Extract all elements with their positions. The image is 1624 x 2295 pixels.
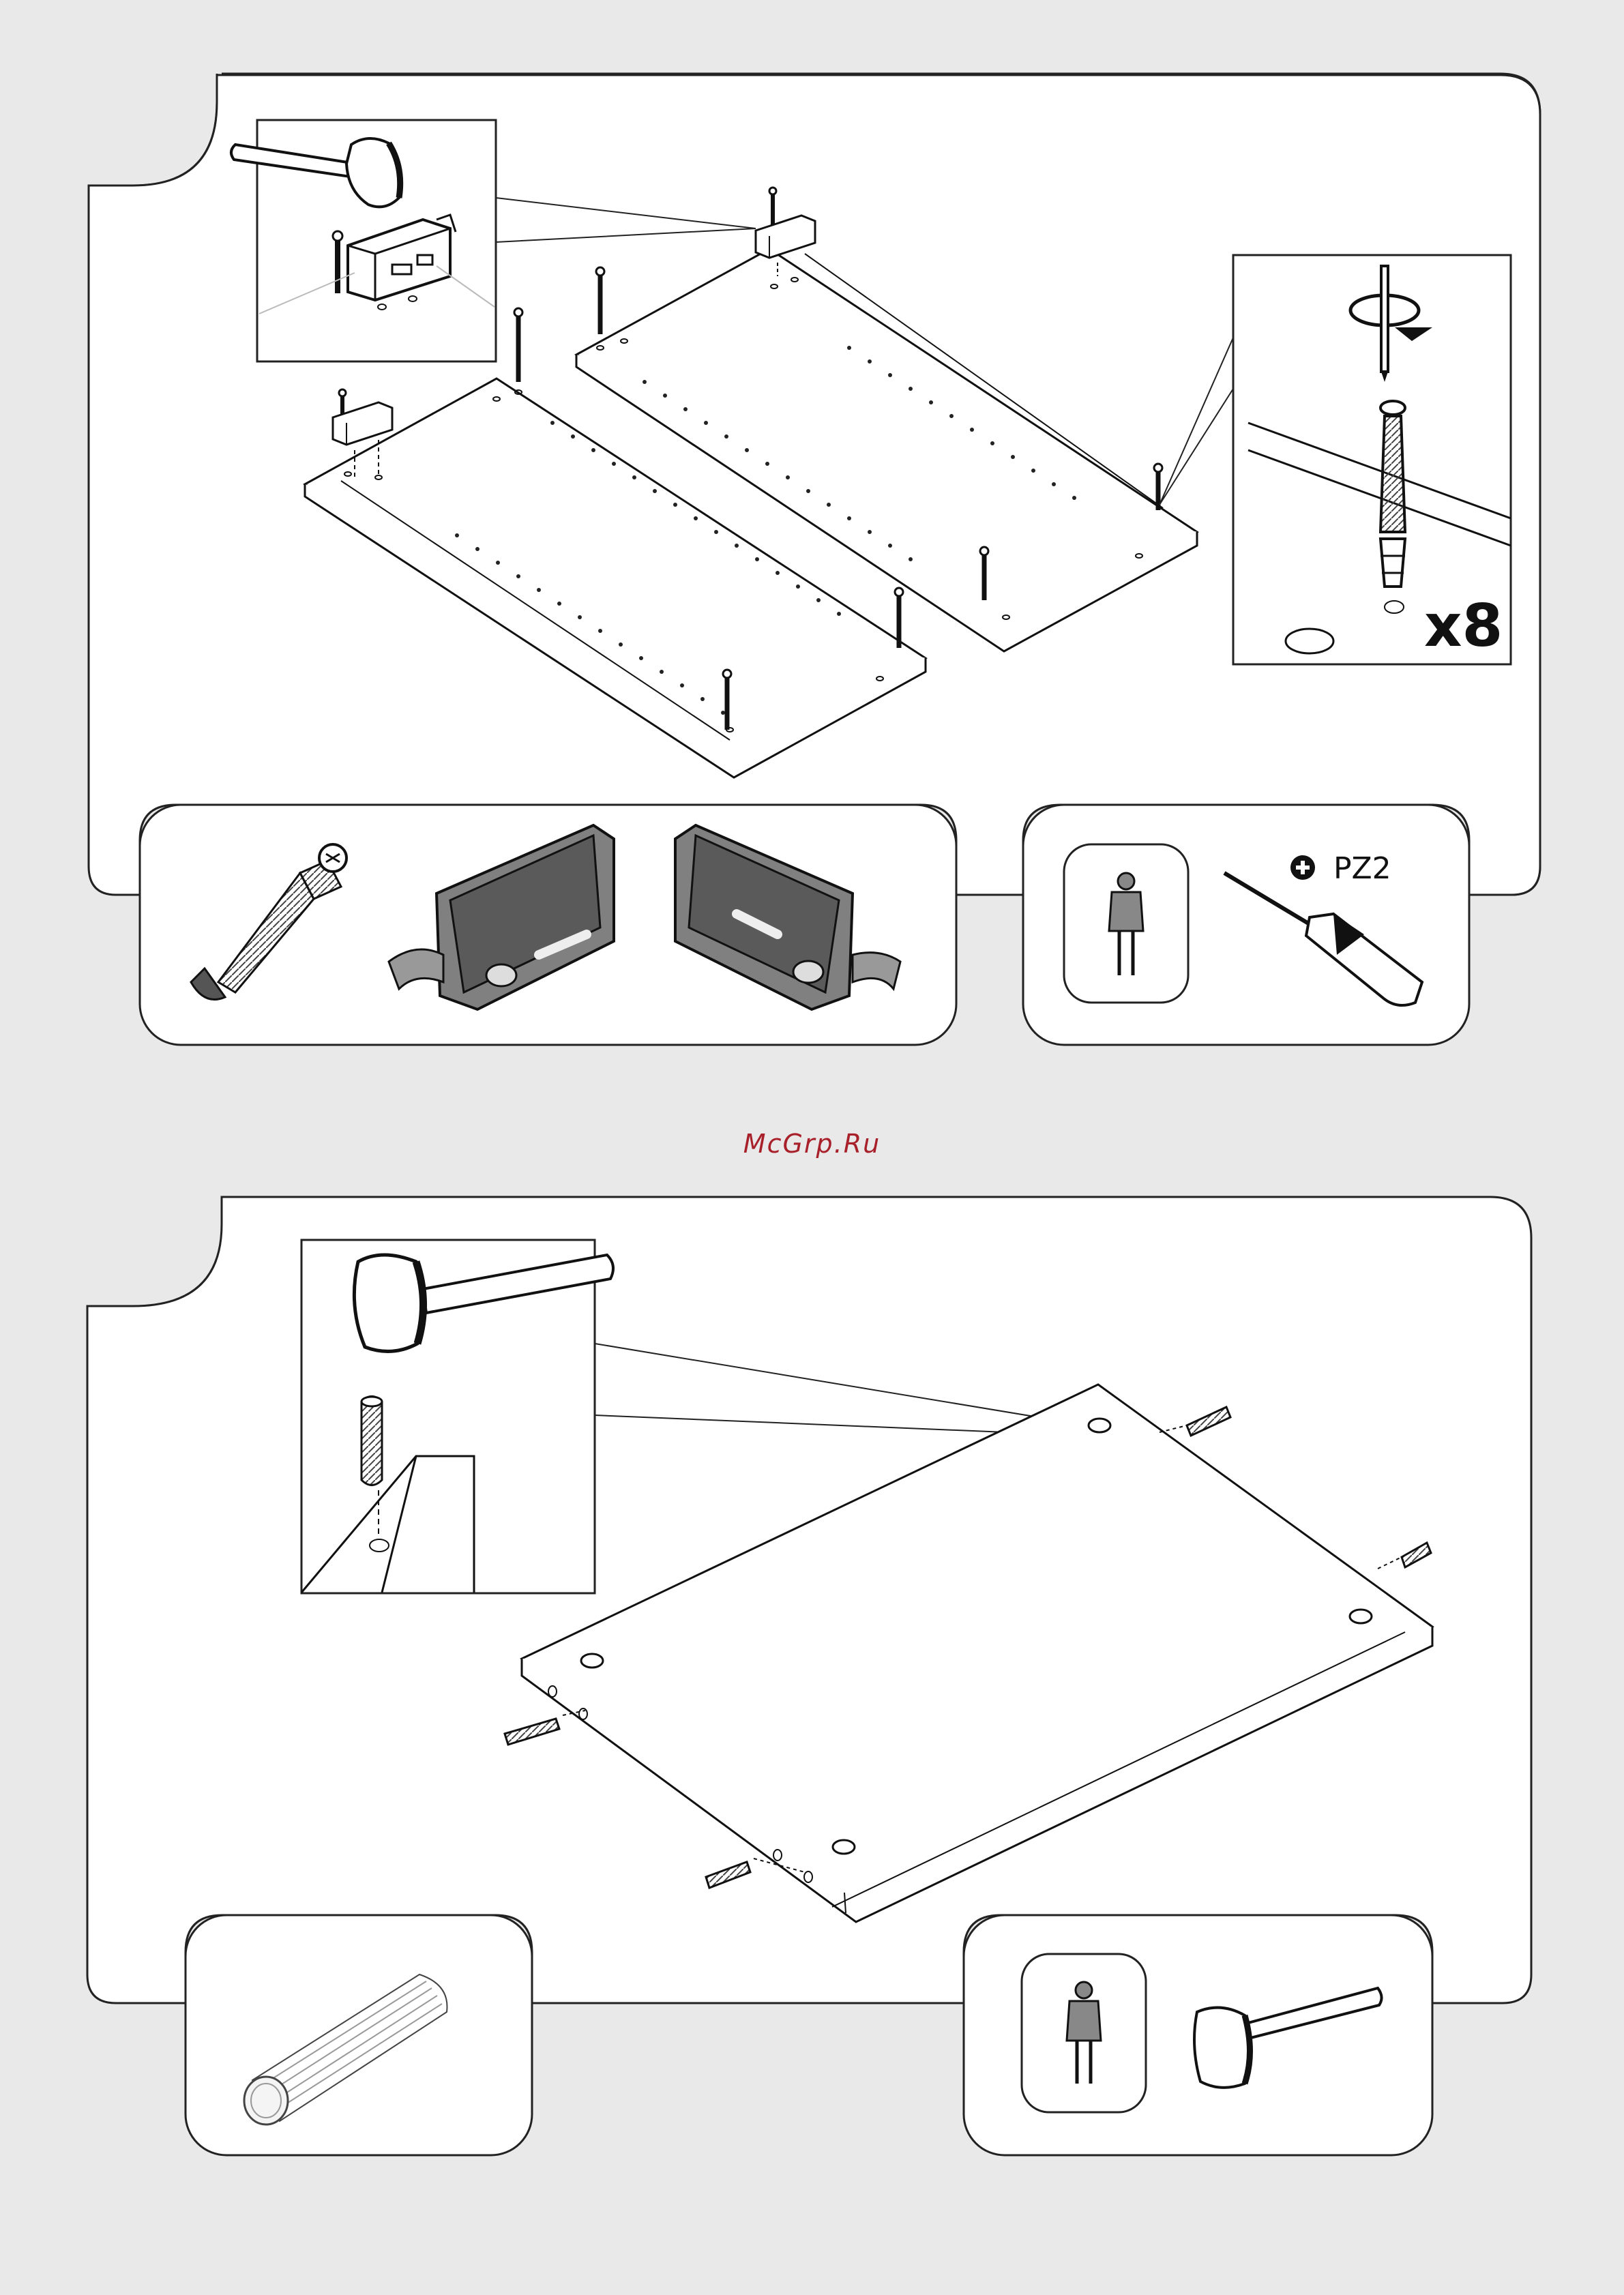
step-1-parts-box — [140, 805, 956, 1045]
watermark: McGrp.Ru — [0, 1129, 1624, 1159]
cam-bolt-icon — [1381, 401, 1405, 587]
wooden-dowel-icon — [361, 1397, 382, 1485]
quantity-label: x8 — [1424, 592, 1503, 660]
phillips-icon — [1290, 855, 1315, 880]
step-2-parts-box — [186, 1915, 532, 2155]
tool-size-label: PZ2 — [1333, 851, 1391, 886]
step-1-tools-box — [1023, 805, 1469, 1045]
step-2-tools-box — [964, 1915, 1432, 2155]
